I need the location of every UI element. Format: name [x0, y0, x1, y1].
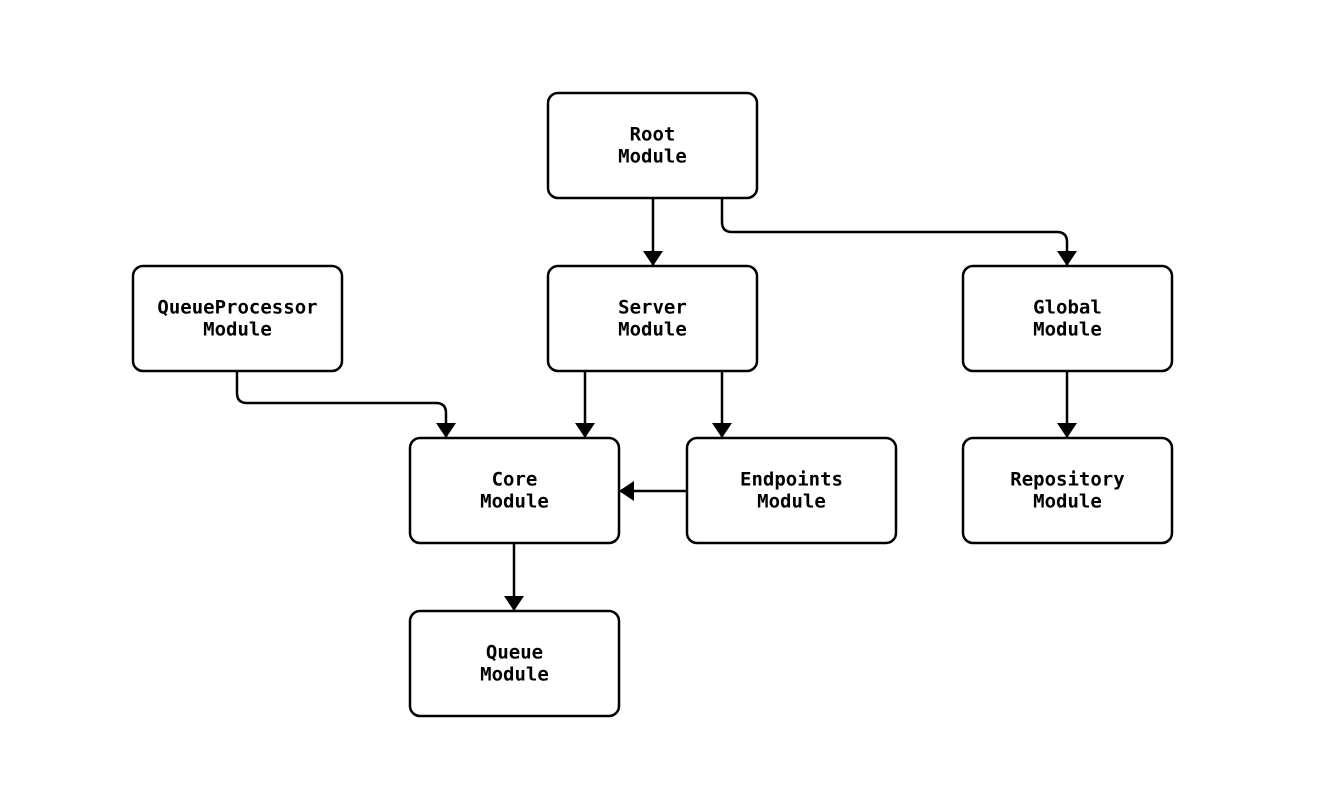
- node-root-label-line2: Module: [618, 146, 687, 168]
- node-core-box: [408, 436, 621, 545]
- node-global-box: [961, 264, 1174, 373]
- node-queueprocessor-label-line2: Module: [203, 319, 272, 341]
- node-server-box: [546, 264, 759, 373]
- node-global-label-line2: Module: [1033, 319, 1102, 341]
- node-queue-label-line1: Queue: [486, 642, 543, 664]
- edge-root-to-global: [720, 198, 1077, 266]
- node-core-label-line2: Module: [480, 491, 549, 513]
- node-server-label-line1: Server: [618, 297, 687, 319]
- node-queueprocessor-box: [131, 264, 344, 373]
- node-queue-box: [408, 609, 621, 718]
- node-server-label-line2: Module: [618, 319, 687, 341]
- edge-queueprocessor-to-core: [235, 371, 456, 438]
- node-endpoints-label-line1: Endpoints: [740, 469, 843, 491]
- node-endpoints-box: [685, 436, 898, 545]
- node-queueprocessor-label-line1: QueueProcessor: [157, 297, 317, 319]
- node-queue-label-line2: Module: [480, 664, 549, 686]
- node-repository-box: [961, 436, 1174, 545]
- node-root-box: [546, 91, 759, 200]
- nodes-layer: RootModuleQueueProcessorModuleServerModu…: [131, 91, 1174, 718]
- node-root-label-line1: Root: [630, 124, 676, 146]
- node-core-label-line1: Core: [492, 469, 538, 491]
- node-repository-label-line2: Module: [1033, 491, 1102, 513]
- edges-layer: [235, 198, 1077, 611]
- node-endpoints-label-line2: Module: [757, 491, 826, 513]
- node-repository-label-line1: Repository: [1010, 469, 1124, 491]
- node-global-label-line1: Global: [1033, 297, 1102, 319]
